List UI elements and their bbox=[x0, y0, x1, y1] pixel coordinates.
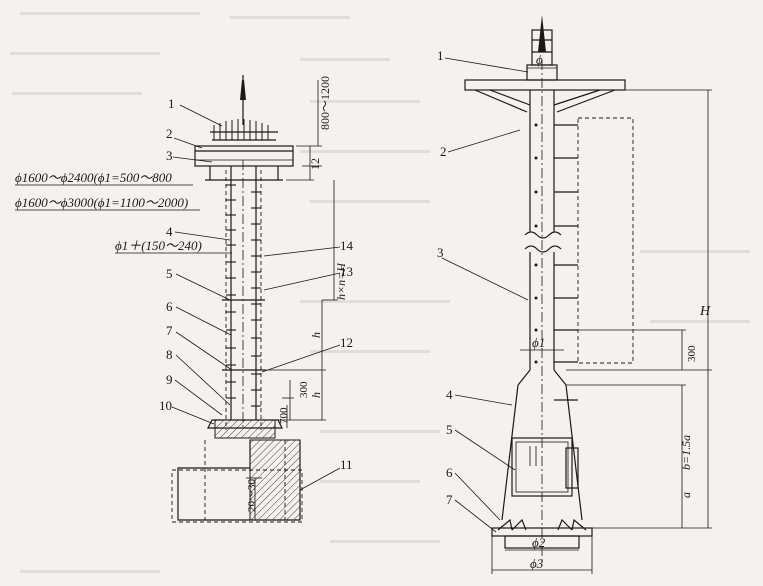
left-callout-6: 6 bbox=[166, 299, 173, 314]
right-dim-b: b=1.5a bbox=[679, 435, 693, 470]
left-callout-3: 3 bbox=[166, 148, 173, 163]
right-callout-1: 1 bbox=[437, 48, 444, 63]
right-dim-300: 300 bbox=[686, 345, 698, 362]
right-phi-top: ϕ bbox=[536, 52, 543, 67]
right-diameter-dims bbox=[491, 67, 593, 574]
left-phi1-offset: ϕ1＋(150～240) bbox=[115, 238, 202, 253]
right-callout-4: 4 bbox=[446, 387, 453, 402]
left-callout-4: 4 bbox=[166, 224, 173, 239]
left-leaders bbox=[15, 104, 341, 491]
left-callout-8: 8 bbox=[166, 347, 173, 362]
left-callout-12-lower: 12 bbox=[340, 335, 353, 350]
right-protection-cage bbox=[577, 117, 634, 364]
left-dim-20-30: 20～30 bbox=[246, 479, 258, 512]
left-lightning-mast-figure: 1 2 3 4 5 6 7 8 9 10 11 12 13 14 ϕ1600～ϕ… bbox=[15, 75, 354, 523]
right-callout-6: 6 bbox=[446, 465, 453, 480]
right-callout-3: 3 bbox=[437, 245, 444, 260]
left-dim-300: 300 bbox=[298, 381, 310, 398]
left-crown bbox=[210, 119, 278, 141]
right-tapered-base bbox=[491, 369, 593, 549]
left-dimension-lines bbox=[246, 80, 338, 521]
left-callout-10: 10 bbox=[159, 398, 172, 413]
left-callout-13: 13 bbox=[340, 264, 353, 279]
left-dim-700: 700 bbox=[278, 407, 290, 424]
left-diameter-annotation-1: ϕ1600～ϕ2400(ϕ1=500～800 bbox=[15, 170, 172, 185]
left-callout-2: 2 bbox=[166, 126, 173, 141]
right-vertical-dims bbox=[566, 89, 712, 529]
left-top-platform bbox=[194, 145, 294, 167]
right-callout-2: 2 bbox=[440, 144, 447, 159]
right-phi1: ϕ1 bbox=[532, 335, 545, 350]
left-callout-9: 9 bbox=[166, 372, 173, 387]
left-dim-12: 12 bbox=[308, 158, 322, 170]
left-callout-1: 1 bbox=[168, 96, 175, 111]
right-phi3: ϕ3 bbox=[530, 556, 544, 571]
right-callout-5: 5 bbox=[446, 422, 453, 437]
left-dim-h-lower: h bbox=[309, 392, 323, 398]
right-leaders bbox=[441, 57, 529, 533]
left-callout-14: 14 bbox=[340, 238, 354, 253]
right-dim-H: H bbox=[699, 304, 711, 319]
right-callout-7: 7 bbox=[446, 492, 453, 507]
left-dim-h-times-n: h×n=H bbox=[334, 262, 348, 300]
left-dim-h-upper: h bbox=[309, 332, 323, 338]
left-spire-tip bbox=[240, 80, 246, 100]
right-dim-a: a bbox=[679, 492, 693, 498]
left-diameter-annotation-2: ϕ1600～ϕ3000(ϕ1=1100～2000) bbox=[15, 195, 188, 210]
right-phi2: ϕ2 bbox=[532, 535, 546, 550]
left-callout-5: 5 bbox=[166, 266, 173, 281]
left-callout-7: 7 bbox=[166, 323, 173, 338]
right-lightning-mast-figure: 1 2 3 4 5 6 7 ϕ ϕ1 ϕ2 ϕ3 bbox=[437, 15, 712, 574]
left-foundation bbox=[171, 419, 303, 523]
left-dim-top: 800～1200 bbox=[318, 76, 332, 130]
left-shaft bbox=[222, 160, 265, 430]
left-callout-11: 11 bbox=[340, 457, 353, 472]
